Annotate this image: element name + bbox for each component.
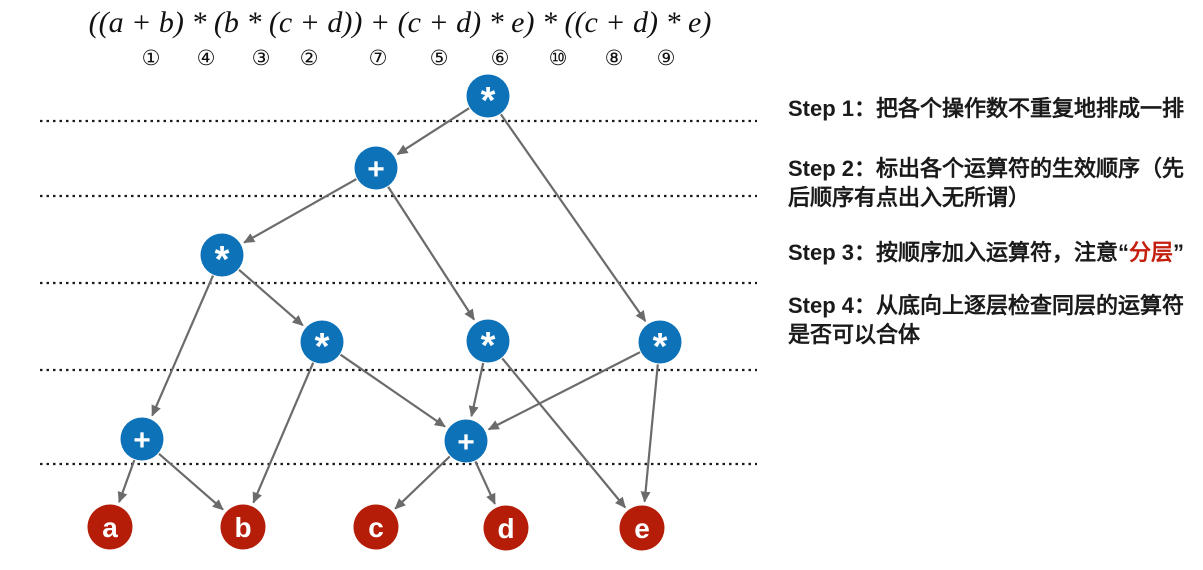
highlight-term: 分层: [1129, 240, 1174, 265]
tree-node-mul-b-cd: *: [300, 320, 344, 368]
order-badge-9: ⑨: [656, 46, 676, 70]
step-1-text: Step 1：把各个操作数不重复地排成一排: [788, 94, 1203, 123]
edge-plus-cd-to-leaf-d: [474, 460, 496, 505]
edge-mul-root-to-plus-top: [396, 107, 470, 156]
edge-plus-ab-to-leaf-b: [158, 452, 224, 511]
tree-node-leaf-c: c: [353, 504, 399, 550]
step-3-text: Step 3：按顺序加入运算符，注意“分层”: [788, 238, 1203, 267]
node-label-plus-top: +: [367, 153, 385, 186]
tree-node-mul-left: *: [200, 233, 244, 281]
step-text-line: Step 1：把各个操作数不重复地排成一排: [788, 94, 1203, 123]
step-text-line: Step 3：按顺序加入运算符，注意“分层”: [788, 238, 1203, 267]
step-text-line: Step 2：标出各个运算符的生效顺序（先: [788, 154, 1203, 183]
edge-plus-top-to-mul-cd-e-1: [387, 186, 476, 321]
order-badge-10: ⑩: [548, 46, 568, 70]
node-label-leaf-b: b: [234, 512, 251, 543]
step-text-segment: Step 3：按顺序加入运算符，注意“: [788, 240, 1130, 265]
step-text-line: 是否可以合体: [788, 320, 1203, 349]
tree-node-plus-ab: +: [120, 417, 164, 461]
operand-circle-leaf-e: [619, 505, 665, 551]
order-badge-7: ⑦: [368, 46, 388, 70]
order-badge-6: ⑥: [490, 46, 510, 70]
tree-node-leaf-b: b: [220, 504, 266, 550]
step-text-segment: 后顺序有点出入无所谓）: [788, 185, 1031, 210]
order-badge-3: ③: [251, 46, 271, 70]
layer-divider-lines: [40, 119, 757, 466]
step-text-segment: Step 1：把各个操作数不重复地排成一排: [788, 96, 1185, 121]
edge-mul-cd-e-2-to-plus-cd: [487, 351, 641, 431]
tree-node-plus-top: +: [354, 146, 398, 190]
operand-circle-leaf-c: [353, 504, 399, 550]
edge-mul-cd-e-1-to-plus-cd: [468, 362, 485, 418]
operator-circle-plus-ab: [120, 417, 164, 461]
operator-circle-mul-cd-e-1: [466, 319, 510, 363]
order-badge-1: ①: [141, 46, 161, 70]
edge-mul-root-to-mul-cd-e-2: [499, 113, 647, 322]
operator-circle-plus-top: [354, 146, 398, 190]
edge-plus-cd-to-leaf-c: [394, 455, 451, 510]
operand-circle-leaf-b: [220, 504, 266, 550]
tree-node-leaf-d: d: [483, 505, 529, 551]
node-label-mul-left: *: [215, 239, 230, 281]
edge-mul-b-cd-to-plus-cd: [339, 353, 446, 428]
node-label-plus-ab: +: [133, 424, 151, 457]
edge-mul-left-to-plus-ab: [151, 275, 215, 417]
step-text-segment: 是否可以合体: [788, 322, 921, 347]
tree-node-plus-cd: +: [444, 419, 488, 463]
node-label-plus-cd: +: [457, 426, 475, 459]
order-badge-5: ⑤: [429, 46, 449, 70]
operator-circle-plus-cd: [444, 419, 488, 463]
order-badge-8: ⑧: [604, 46, 624, 70]
steps-panel: Step 1：把各个操作数不重复地排成一排 Step 2：标出各个运算符的生效顺序…: [788, 0, 1203, 570]
tree-node-mul-root: *: [466, 74, 510, 122]
edge-mul-b-cd-to-leaf-b: [252, 362, 315, 504]
node-label-leaf-d: d: [497, 513, 514, 544]
node-label-leaf-a: a: [102, 512, 118, 543]
edge-mul-left-to-mul-b-cd: [238, 268, 304, 327]
tree-node-mul-cd-e-2: *: [638, 320, 682, 368]
operator-circle-mul-left: [200, 233, 244, 277]
tree-edges: [117, 107, 659, 511]
operator-circle-mul-cd-e-2: [638, 320, 682, 364]
order-badge-4: ④: [196, 46, 216, 70]
step-2-text: Step 2：标出各个运算符的生效顺序（先后顺序有点出入无所谓）: [788, 154, 1203, 212]
node-label-mul-cd-e-1: *: [481, 325, 496, 367]
step-text-line: Step 4：从底向上逐层检查同层的运算符: [788, 291, 1203, 320]
order-badge-2: ②: [299, 46, 319, 70]
step-text-line: 后顺序有点出入无所谓）: [788, 183, 1203, 212]
node-label-mul-b-cd: *: [315, 326, 330, 368]
expression-dag-diagram: * + * * * * + + a b c d e: [40, 74, 757, 551]
node-label-mul-cd-e-2: *: [653, 326, 668, 368]
tree-node-mul-cd-e-1: *: [466, 319, 510, 367]
edge-mul-cd-e-2-to-leaf-e: [640, 364, 659, 503]
edge-mul-cd-e-1-to-leaf-e: [501, 357, 627, 509]
expression-formula: ((a + b) * (b * (c + d)) + (c + d) * e) …: [88, 6, 712, 39]
operator-circle-mul-b-cd: [300, 320, 344, 364]
tree-node-leaf-a: a: [87, 504, 133, 550]
operand-circle-leaf-a: [87, 504, 133, 550]
operand-circle-leaf-d: [483, 505, 529, 551]
step-text-segment: ”: [1173, 240, 1185, 265]
tree-node-leaf-e: e: [619, 505, 665, 551]
edge-plus-top-to-mul-left: [243, 178, 357, 244]
node-label-leaf-e: e: [634, 513, 650, 544]
node-label-leaf-c: c: [368, 512, 384, 543]
edge-plus-ab-to-leaf-a: [117, 459, 136, 504]
tree-nodes: * + * * * * + + a b c d e: [87, 74, 682, 551]
step-4-text: Step 4：从底向上逐层检查同层的运算符是否可以合体: [788, 291, 1203, 349]
step-text-segment: Step 4：从底向上逐层检查同层的运算符: [788, 293, 1185, 318]
node-label-mul-root: *: [481, 80, 496, 122]
step-text-segment: Step 2：标出各个运算符的生效顺序（先: [788, 156, 1185, 181]
operator-circle-mul-root: [466, 74, 510, 118]
